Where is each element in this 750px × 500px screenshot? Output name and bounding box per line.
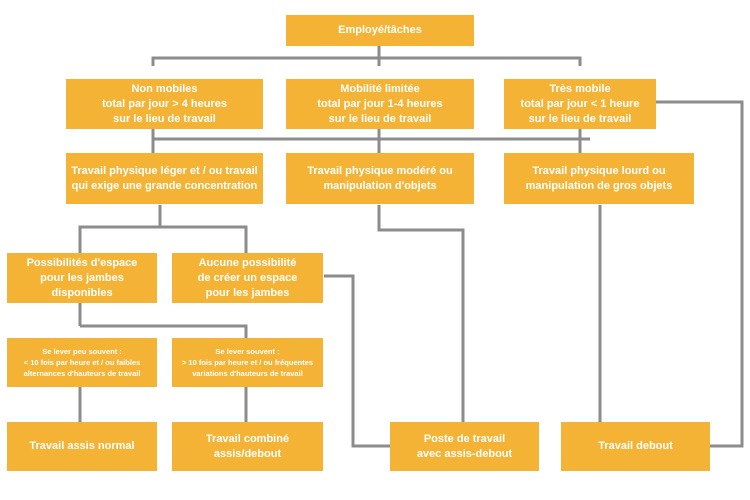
node-se-lever-peu-souvent: Se lever peu souvent : < 10 fois par heu… [7, 338, 157, 387]
node-possibilites-espace-jambes: Possibilités d'espace pour les jambes di… [7, 253, 157, 303]
node-travail-physique-lourd: Travail physique lourd ou manipulation d… [504, 153, 694, 204]
node-employe-taches: Employé/tâches [286, 15, 474, 46]
node-tres-mobile: Très mobile total par jour < 1 heure sur… [504, 79, 656, 129]
node-aucune-possibilite-espace: Aucune possibilité de créer un espace po… [172, 253, 323, 303]
node-travail-physique-modere: Travail physique modéré ou manipulation … [286, 153, 474, 204]
node-mobilite-limitee: Mobilité limitée total par jour 1-4 heur… [286, 79, 474, 129]
node-non-mobiles: Non mobiles total par jour > 4 heures su… [66, 79, 263, 129]
node-se-lever-souvent: Se lever souvent : > 10 fois par heure e… [172, 338, 323, 387]
node-travail-combine: Travail combiné assis/debout [172, 422, 323, 471]
node-travail-debout: Travail debout [561, 422, 710, 471]
node-travail-physique-leger: Travail physique léger et / ou travail q… [66, 153, 263, 204]
node-travail-assis-normal: Travail assis normal [7, 422, 157, 471]
node-poste-assis-debout: Poste de travail avec assis-debout [390, 422, 539, 471]
